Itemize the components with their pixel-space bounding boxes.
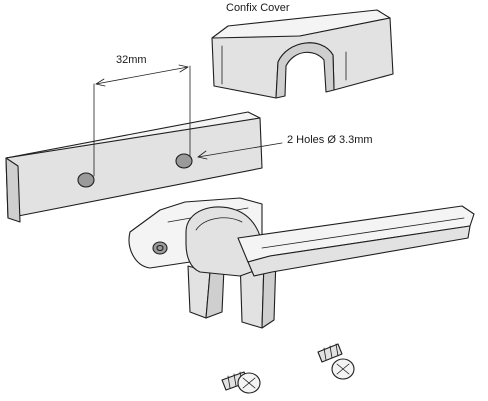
confix-cover-label: Confix Cover bbox=[226, 2, 290, 14]
screw-right-thread bbox=[323, 343, 339, 361]
plate-end-face bbox=[5, 157, 21, 223]
dimension-label: 32mm bbox=[116, 54, 147, 66]
screw-right-cross-icon bbox=[336, 363, 350, 375]
mounting-hole-left bbox=[77, 172, 95, 188]
screw-left-cross-icon bbox=[242, 377, 256, 389]
dim-arrow-left bbox=[95, 78, 106, 87]
cover-inner-arch bbox=[275, 42, 335, 99]
screw-right-shank bbox=[317, 343, 343, 363]
dim-arrow-right bbox=[178, 64, 189, 73]
mounting-hole-right bbox=[175, 153, 193, 169]
mounting-plate bbox=[5, 111, 263, 223]
lever-edge bbox=[261, 217, 465, 249]
screw-right bbox=[317, 343, 355, 380]
holes-leader bbox=[197, 142, 283, 160]
handle-boss bbox=[185, 206, 263, 277]
handle-lever-front bbox=[247, 225, 471, 277]
holes-label: 2 Holes Ø 3.3mm bbox=[287, 134, 373, 146]
holes-leader-arrow bbox=[197, 150, 208, 160]
screw-left bbox=[221, 371, 261, 394]
holes-leader-line bbox=[197, 142, 283, 158]
base-screw-hole bbox=[152, 241, 168, 255]
boss-highlight bbox=[195, 217, 243, 231]
handle-assembly bbox=[128, 197, 475, 329]
confix-cover bbox=[211, 9, 394, 99]
dim-line bbox=[95, 66, 189, 85]
base-screw-hole-inner bbox=[156, 244, 164, 252]
dimension-32mm bbox=[93, 64, 191, 177]
